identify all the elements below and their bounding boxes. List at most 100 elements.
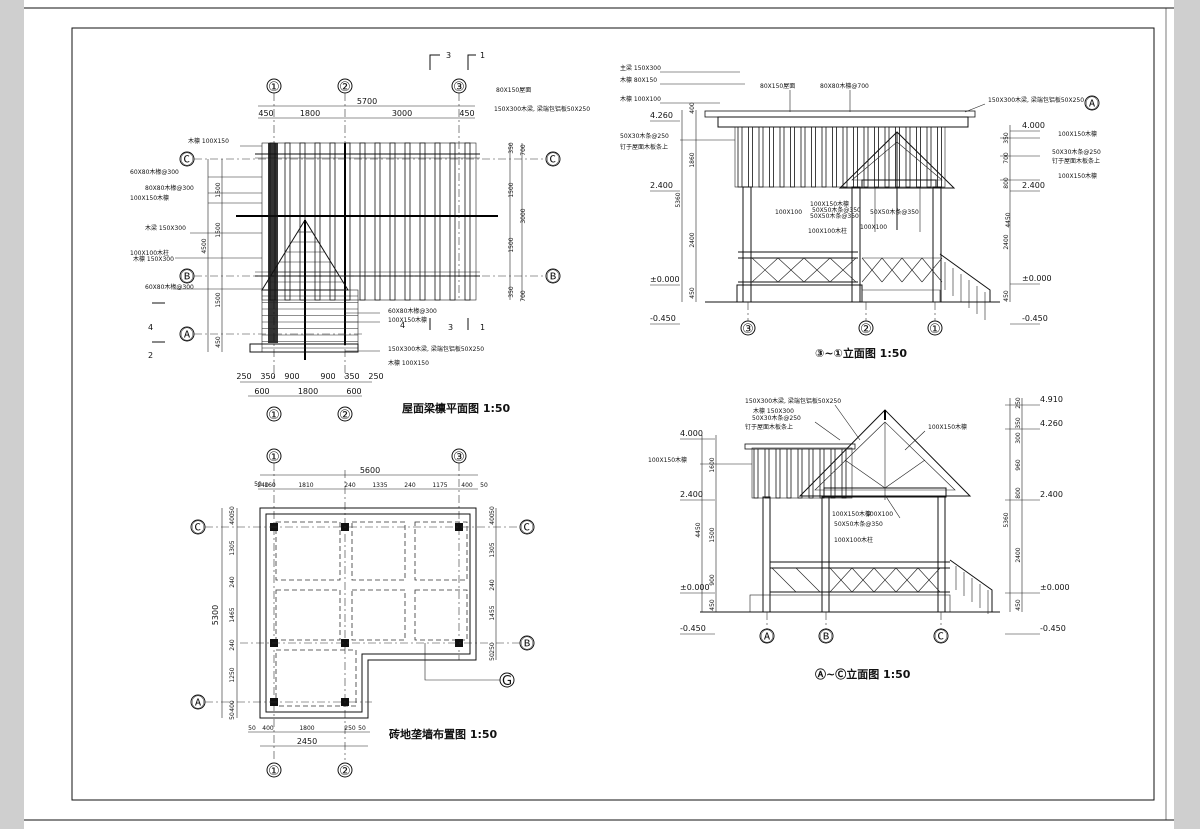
- plan-roof-dims-top: 5700 450 1800 3000 450: [258, 97, 475, 119]
- rail-brace: [829, 257, 857, 283]
- dim-text: 50X50木条@350: [812, 206, 861, 214]
- dim-text: 50X30木条@250: [620, 132, 669, 140]
- dim-text: 木梁 150X300: [145, 224, 186, 232]
- dim-text: 2.400: [1040, 490, 1063, 499]
- rail-brace: [829, 567, 853, 593]
- dim-text: 100X150木檩: [648, 456, 687, 464]
- dim-text: 250: [344, 725, 356, 732]
- dim-text: 5300: [211, 605, 220, 625]
- dim-text: 2450: [297, 737, 317, 746]
- rafter: [800, 126, 806, 188]
- dim-text: 400: [489, 513, 496, 525]
- rail-brace: [751, 257, 779, 283]
- section-number: 4: [400, 321, 405, 330]
- axis-label: ②: [339, 80, 351, 95]
- section-number: 3: [448, 323, 453, 332]
- axis-label: Ⓐ: [1085, 97, 1098, 112]
- dim-text: 240: [489, 579, 496, 591]
- dim-text: 100X100木柱: [130, 249, 169, 257]
- dim-text: 150X300木梁, 梁端包铝板50X250: [494, 105, 590, 113]
- pier: [455, 523, 463, 531]
- axis-label: Ⓒ: [180, 153, 193, 168]
- leader-line: [834, 404, 861, 441]
- rafter: [790, 126, 795, 188]
- dim-text: 4500: [201, 238, 208, 253]
- rail-brace: [917, 567, 941, 593]
- dim-text: 250: [368, 372, 383, 381]
- dim-text: 240: [229, 576, 236, 588]
- dim-text: 主梁 150X300: [620, 64, 661, 72]
- sleeper-cell: [351, 589, 406, 641]
- dim-text: 1455: [489, 605, 496, 620]
- sleeper-cell: [275, 589, 341, 641]
- dim-text: 钉于屋面木板条上: [745, 423, 793, 431]
- dim-text: 1465: [229, 607, 236, 622]
- axis-label: Ⓑ: [180, 270, 193, 285]
- dim-text: 960: [1015, 459, 1022, 471]
- axis-label: ③: [453, 450, 465, 465]
- dim-text: 5700: [357, 97, 377, 106]
- dim-text: 1250: [229, 667, 236, 682]
- dim-text: 250: [1015, 397, 1022, 409]
- dim-text: 1305: [489, 542, 496, 557]
- dim-text: 240: [404, 482, 416, 489]
- dim-text: 100X150木檩: [928, 423, 967, 431]
- axis-label: Ⓒ: [546, 153, 559, 168]
- dim-text: 60X80木椽@300: [130, 168, 179, 176]
- dim-text: 900: [284, 372, 299, 381]
- axis-label: ①: [929, 322, 941, 337]
- dim-text: 150X300木梁, 梁端包铝板50X250: [988, 96, 1084, 104]
- dim-text: 240: [257, 482, 269, 489]
- dim-text: 50: [254, 481, 262, 488]
- plan-roof-axes-left: Ⓒ Ⓑ Ⓐ: [179, 151, 545, 343]
- dim-text: 1600: [709, 457, 716, 472]
- dim-text: -0.450: [1022, 314, 1048, 323]
- dim-text: 100X150木檩: [1058, 130, 1097, 138]
- dim-text: 2.400: [1022, 181, 1045, 190]
- dim-text: 钉于屋面木板条上: [1052, 157, 1100, 165]
- dim-text: 100X100木柱: [834, 536, 873, 544]
- dim-text: 350: [508, 286, 515, 298]
- rafter: [753, 447, 759, 499]
- dim-text: 400: [229, 513, 236, 525]
- axis-label: Ⓑ: [546, 270, 559, 285]
- dim-text: 900: [320, 372, 335, 381]
- axis-label: ②: [860, 322, 872, 337]
- dim-text: 100X150木檩: [130, 194, 169, 202]
- rafter: [916, 126, 921, 188]
- dim-text: 4450: [1005, 212, 1012, 227]
- dim-text: 350: [344, 372, 359, 381]
- rail-brace: [861, 257, 883, 283]
- rafter: [874, 126, 879, 188]
- rafter: [905, 126, 911, 188]
- rafter: [449, 142, 456, 301]
- dim-text: 4.260: [1040, 419, 1063, 428]
- dim-text: 1500: [508, 182, 515, 197]
- dim-text: 1335: [372, 482, 387, 489]
- rafter: [797, 447, 803, 499]
- rafter: [374, 142, 381, 301]
- rafter: [329, 142, 336, 301]
- dim-text: 1500: [709, 527, 716, 542]
- dim-text: 80X150屋面: [496, 87, 531, 94]
- axis-label: ①: [268, 764, 280, 779]
- rafter: [464, 142, 471, 301]
- roof-rafters: [236, 142, 498, 360]
- roof-framing-plan: ① ② ③ 3 1 5700 450 1800 3000 450: [130, 51, 590, 423]
- rafter: [769, 126, 774, 188]
- dim-text: 350: [1015, 417, 1022, 429]
- axis-label: ①: [268, 80, 280, 95]
- dim-text: 5360: [675, 192, 682, 207]
- dim-text: 400: [461, 482, 473, 489]
- section-number: 1: [480, 323, 485, 332]
- dim-text: 50: [480, 482, 488, 489]
- rafter: [419, 142, 426, 301]
- dim-text: 450: [459, 109, 474, 118]
- rail-brace: [795, 567, 821, 593]
